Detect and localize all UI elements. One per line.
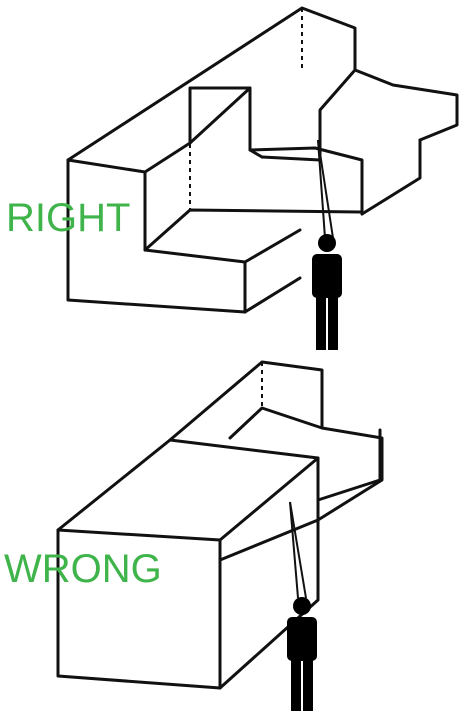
right-person-torso bbox=[312, 254, 342, 298]
wrong-sight-line-1 bbox=[290, 502, 298, 598]
right-step-block bbox=[68, 8, 457, 312]
right-sight-line-2 bbox=[318, 140, 333, 238]
wrong-person-head bbox=[293, 597, 311, 615]
wrong-block-back-wall bbox=[318, 430, 380, 500]
right-block-notch-floor bbox=[262, 157, 320, 160]
right-block-back-wall bbox=[362, 140, 420, 214]
right-block-top-ridge bbox=[68, 8, 457, 160]
right-sight-lines bbox=[318, 140, 333, 238]
right-block-right-wall bbox=[320, 70, 355, 160]
wrong-observer-person bbox=[287, 597, 317, 711]
label-wrong: WRONG bbox=[4, 549, 162, 589]
wrong-block-back-step bbox=[230, 408, 322, 438]
right-block-step-top bbox=[145, 88, 262, 172]
right-person-head bbox=[318, 234, 336, 252]
wrong-box-block bbox=[58, 362, 382, 688]
wrong-block-top-face bbox=[58, 440, 318, 540]
right-block-base-edge bbox=[245, 278, 300, 312]
wrong-person-leg-left bbox=[291, 659, 301, 711]
wrong-person-torso bbox=[287, 617, 317, 661]
wrong-block-back-profile bbox=[170, 362, 382, 520]
right-observer-person bbox=[312, 234, 342, 350]
right-person-leg-right bbox=[328, 296, 338, 350]
wrong-sight-line-2 bbox=[290, 502, 306, 598]
label-right: RIGHT bbox=[6, 198, 130, 238]
right-block-mid-edge bbox=[245, 230, 300, 262]
wrong-sight-lines bbox=[290, 502, 306, 598]
wrong-person-leg-right bbox=[303, 659, 313, 711]
right-person-leg-left bbox=[316, 296, 326, 350]
